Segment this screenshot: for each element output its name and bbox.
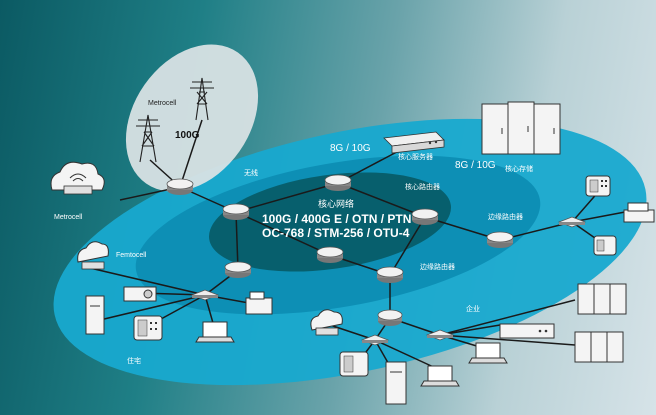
router-icon	[486, 231, 514, 248]
core-protocols-line2: OC-768 / STM-256 / OTU-4	[262, 226, 410, 240]
router-icons	[166, 174, 514, 326]
transmission-tower-icon	[190, 77, 214, 121]
projector-icon	[123, 286, 157, 302]
wireless-label: 无线	[244, 170, 258, 177]
enterprise-label: 企业	[466, 306, 480, 313]
router-icon	[224, 261, 252, 278]
enterprise-storage-icon	[574, 331, 624, 363]
transmission-tower-icon	[136, 114, 160, 163]
router-icon	[324, 174, 352, 191]
enterprise-server-icon	[499, 323, 555, 339]
core-server-icon	[383, 131, 445, 154]
phone-icon	[339, 351, 369, 377]
router-icon	[376, 266, 404, 283]
router-icon	[316, 246, 344, 263]
switch-icon	[557, 216, 587, 228]
edge-router-right-label: 边缘路由器	[488, 214, 523, 221]
router-icon	[411, 208, 439, 225]
core-storage-icon	[481, 101, 561, 155]
core-network-label: 核心网络	[318, 199, 355, 209]
residential-label: 住宅	[127, 358, 141, 365]
laptop-icon	[195, 321, 235, 343]
phone-icon	[585, 175, 611, 197]
core-storage-speed-label: 8G / 10G	[455, 160, 496, 171]
router-icon	[166, 178, 194, 195]
metrocell-left-label: Metrocell	[54, 214, 83, 221]
edge-router-bottom-label: 边缘路由器	[420, 264, 455, 271]
switch-icon	[425, 329, 455, 341]
core-server-speed-label: 8G / 10G	[330, 143, 371, 154]
speed-100g-label: 100G	[175, 130, 200, 141]
desktop-tower-icon	[385, 361, 407, 405]
core-storage-label: 核心存储	[505, 166, 533, 173]
laptop-icon	[420, 365, 460, 387]
enterprise-storage-icon	[577, 283, 627, 315]
switch-icon	[360, 334, 390, 346]
router-icon	[222, 203, 250, 220]
router-icon	[377, 309, 403, 326]
fax-icon	[245, 291, 273, 315]
core-protocols-line1: 100G / 400G E / OTN / PTN	[262, 212, 412, 226]
cloud-router-icon	[50, 161, 105, 195]
femtocell-label: Femtocell	[116, 252, 147, 259]
metrocell-bubble	[125, 44, 259, 192]
phone-icon	[593, 235, 617, 256]
desktop-tower-icon	[85, 295, 105, 335]
switch-icons	[190, 216, 587, 346]
laptop-icon	[468, 342, 508, 364]
phone-icon	[133, 315, 163, 341]
metrocell-top-label: Metrocell	[148, 100, 177, 107]
cloud-router-icon	[310, 309, 343, 336]
core-network-ellipse	[209, 172, 451, 272]
printer-icon	[623, 202, 655, 223]
cloud-router-icon	[77, 241, 109, 270]
core-router-label: 核心路由器	[405, 184, 440, 191]
switch-icon	[190, 289, 220, 301]
core-server-label: 核心服务器	[398, 154, 433, 161]
